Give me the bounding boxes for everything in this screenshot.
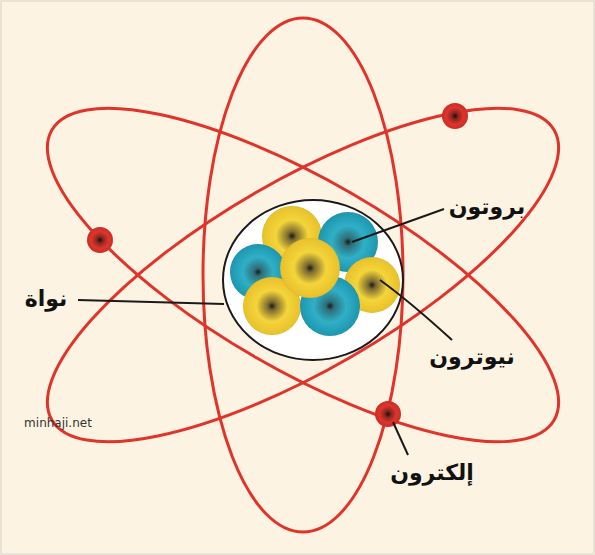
orbit [4,48,595,503]
leader-line [393,422,408,455]
leader-line [78,300,224,304]
leader-line [352,209,444,242]
nucleus [223,200,403,360]
watermark: minhaji.net [24,416,92,430]
part-label: نواة [25,286,68,311]
nucleons [230,206,400,336]
electron-orbits [4,18,595,532]
electron [87,227,113,253]
neutron [280,238,340,298]
part-label: إلكترون [390,460,474,485]
part-label: بروتون [449,194,525,219]
electrons [87,103,468,427]
orbit [203,18,403,532]
electron [375,401,401,427]
orbit [4,48,595,503]
leader-lines [78,209,452,455]
electron [442,103,468,129]
leader-line [380,280,452,340]
part-label: نيوترون [429,344,514,369]
